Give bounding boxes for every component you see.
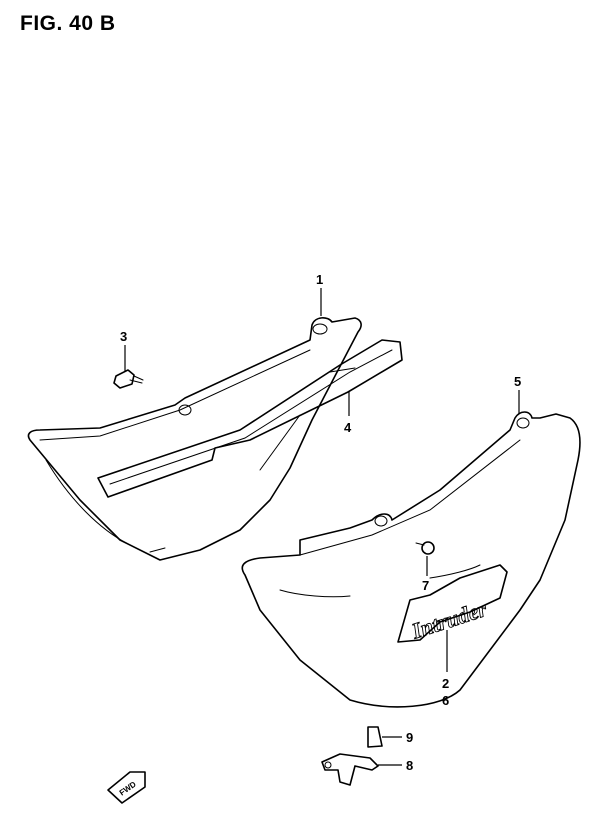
callout-3: 3: [120, 329, 127, 344]
callout-9: 9: [406, 730, 413, 745]
right-frame-cover: [241, 411, 581, 708]
callout-4: 4: [344, 420, 352, 435]
clip-part-9: [367, 726, 383, 748]
left-cover-bracket: [97, 339, 403, 498]
emblem-text: Intruder: [408, 596, 490, 644]
callout-2: 2: [442, 676, 449, 691]
fwd-arrow: FWD: [107, 771, 146, 804]
left-frame-cover: [27, 317, 362, 561]
bracket-part-8: [321, 753, 379, 786]
leader-lines: [124, 288, 520, 766]
callout-6: 6: [442, 693, 449, 708]
callout-1: 1: [316, 272, 323, 287]
callout-5: 5: [514, 374, 521, 389]
screw-part-3: [113, 369, 144, 389]
callout-labels: 1 2 3 4 5 6 7 8 9: [120, 272, 521, 773]
figure-title: FIG. 40 B: [20, 12, 116, 35]
screw-part-7: [415, 541, 435, 555]
callout-8: 8: [406, 758, 413, 773]
callout-7: 7: [422, 578, 429, 593]
intruder-emblem: Intruder: [397, 564, 508, 644]
